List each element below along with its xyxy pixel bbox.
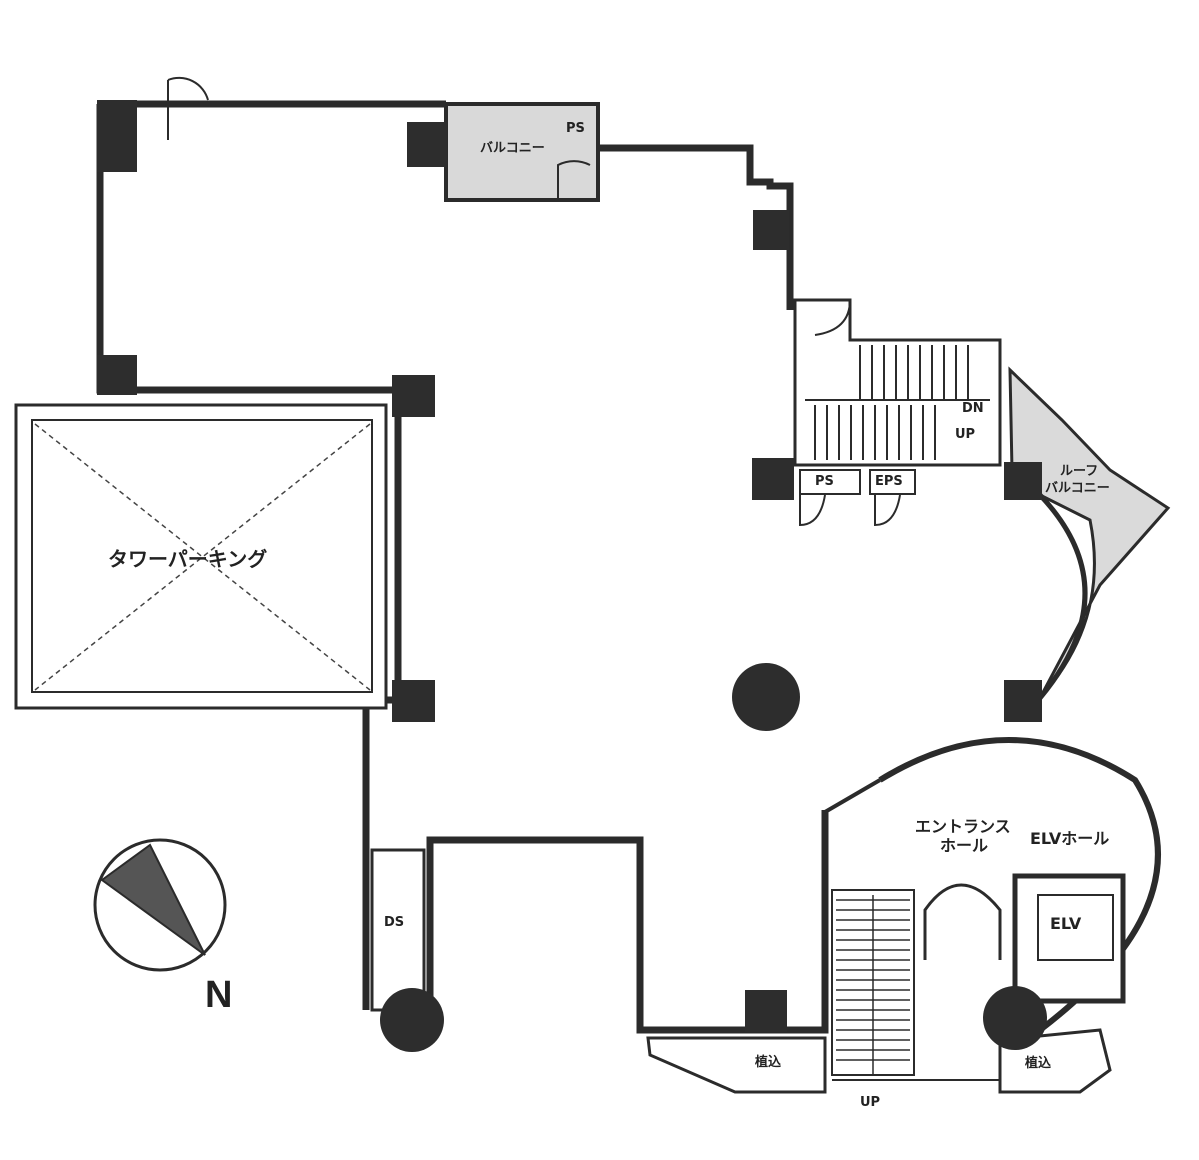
- ds-shaft: [370, 848, 426, 1012]
- entrance-hall-label-2: ホール: [940, 836, 989, 855]
- eps-label: EPS: [875, 474, 903, 489]
- entrance-door-line: [823, 778, 882, 814]
- column: [392, 375, 435, 417]
- column: [407, 122, 447, 167]
- ps-shaft: [799, 469, 861, 495]
- arched-stair-wall: [923, 883, 1002, 960]
- round-column: [983, 986, 1047, 1050]
- column: [97, 100, 137, 172]
- elv-car: [1037, 894, 1114, 961]
- stair-up-label: UP: [955, 427, 976, 442]
- door-swing: [874, 494, 901, 527]
- door-swings: [167, 76, 901, 527]
- planter-left: [646, 1036, 827, 1094]
- elv-label: ELV: [1050, 914, 1082, 933]
- door-swing: [799, 494, 826, 527]
- planter-left-label: 植込: [755, 1055, 782, 1070]
- eps-shaft: [869, 469, 916, 495]
- north-compass: [93, 838, 227, 972]
- ds-label: DS: [384, 915, 405, 930]
- column: [1004, 680, 1042, 722]
- roof-balcony-arc-wall: [1038, 493, 1088, 700]
- round-column: [380, 988, 444, 1052]
- tower-parking-outline: [14, 403, 388, 710]
- column: [752, 458, 794, 500]
- door-swing: [810, 299, 852, 336]
- stair-bottom-up-label: UP: [860, 1095, 881, 1110]
- column: [97, 355, 137, 395]
- structural-columns: [97, 100, 1047, 1052]
- balcony-label: バルコニー: [480, 141, 545, 156]
- column: [753, 210, 789, 250]
- column: [745, 990, 787, 1032]
- ps-top-label: PS: [566, 121, 585, 136]
- compass-needle: [100, 843, 206, 956]
- roof-balcony-area: [1008, 366, 1171, 700]
- planter-right-label: 植込: [1025, 1056, 1052, 1071]
- upper-stair: [805, 345, 990, 460]
- tower-parking-label: タワーパーキング: [108, 547, 268, 571]
- door-swing: [557, 160, 591, 200]
- tower-parking-inner: [31, 419, 373, 693]
- roof-balcony-label-1: ルーフ: [1060, 464, 1099, 479]
- north-label: N: [205, 974, 233, 1016]
- elv-hall-label: ELVホール: [1030, 829, 1110, 848]
- column: [392, 680, 435, 722]
- round-column: [732, 663, 800, 731]
- entrance-hall-label-1: エントランス: [915, 817, 1011, 836]
- column: [1004, 462, 1042, 500]
- lower-stair-treads: [836, 895, 910, 1075]
- dn-label: DN: [962, 401, 984, 416]
- ps-label: PS: [815, 474, 834, 489]
- roof-balcony-label-2: バルコニー: [1045, 481, 1110, 496]
- door-swing: [167, 76, 209, 140]
